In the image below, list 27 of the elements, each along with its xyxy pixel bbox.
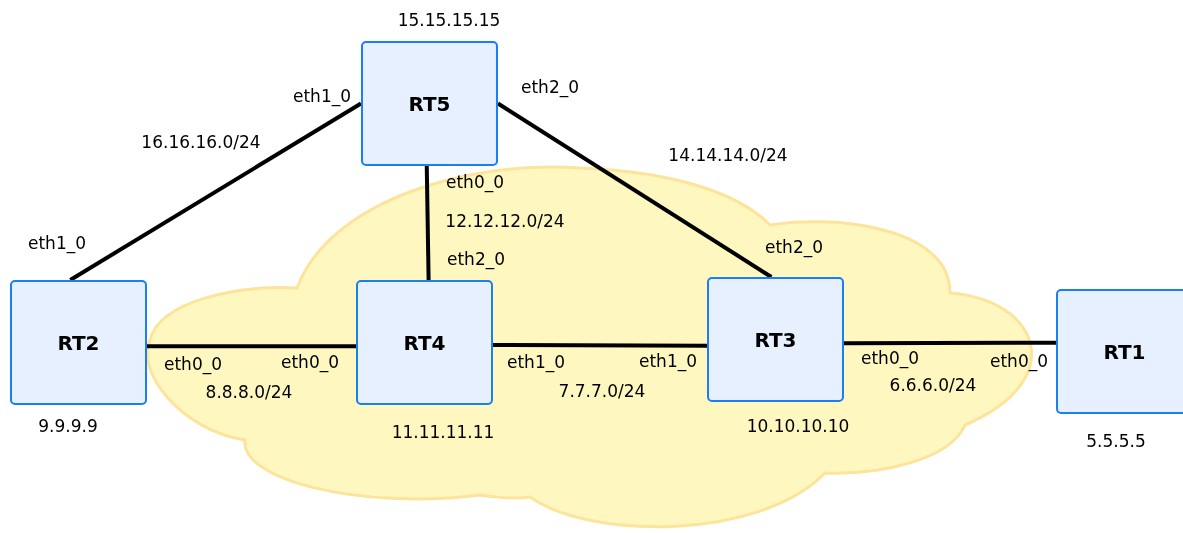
edge-label: 8.8.8.0/24 (205, 382, 293, 402)
interface-label: eth0_0 (164, 354, 222, 374)
address-label: 10.10.10.10 (746, 416, 850, 436)
interface-label: eth0_0 (281, 352, 339, 372)
connection-line (147, 344, 356, 349)
connection-line (496, 101, 773, 279)
address-label: 15.15.15.15 (397, 10, 501, 30)
edge-label: 6.6.6.0/24 (889, 375, 977, 395)
interface-label: eth1_0 (507, 352, 565, 372)
interface-label: eth1_0 (639, 351, 697, 371)
connection-line (493, 343, 707, 348)
interface-label: eth0_0 (861, 348, 919, 368)
router-box: RT5 (361, 41, 498, 166)
edge-label: 16.16.16.0/24 (141, 132, 261, 152)
router-box: RT3 (707, 277, 844, 402)
connection-line (69, 101, 363, 282)
interface-label: eth1_0 (293, 86, 351, 106)
edge-label: 12.12.12.0/24 (445, 211, 565, 231)
address-label: 5.5.5.5 (1086, 431, 1146, 451)
router-box: RT4 (356, 280, 493, 405)
address-label: 11.11.11.11 (391, 422, 495, 442)
edge-label: 14.14.14.0/24 (668, 145, 788, 165)
address-label: 9.9.9.9 (38, 416, 98, 436)
router-box: RT2 (10, 280, 147, 405)
edge-label: 7.7.7.0/24 (558, 381, 646, 401)
router-box: RT1 (1056, 289, 1183, 414)
connection-line (424, 165, 431, 281)
